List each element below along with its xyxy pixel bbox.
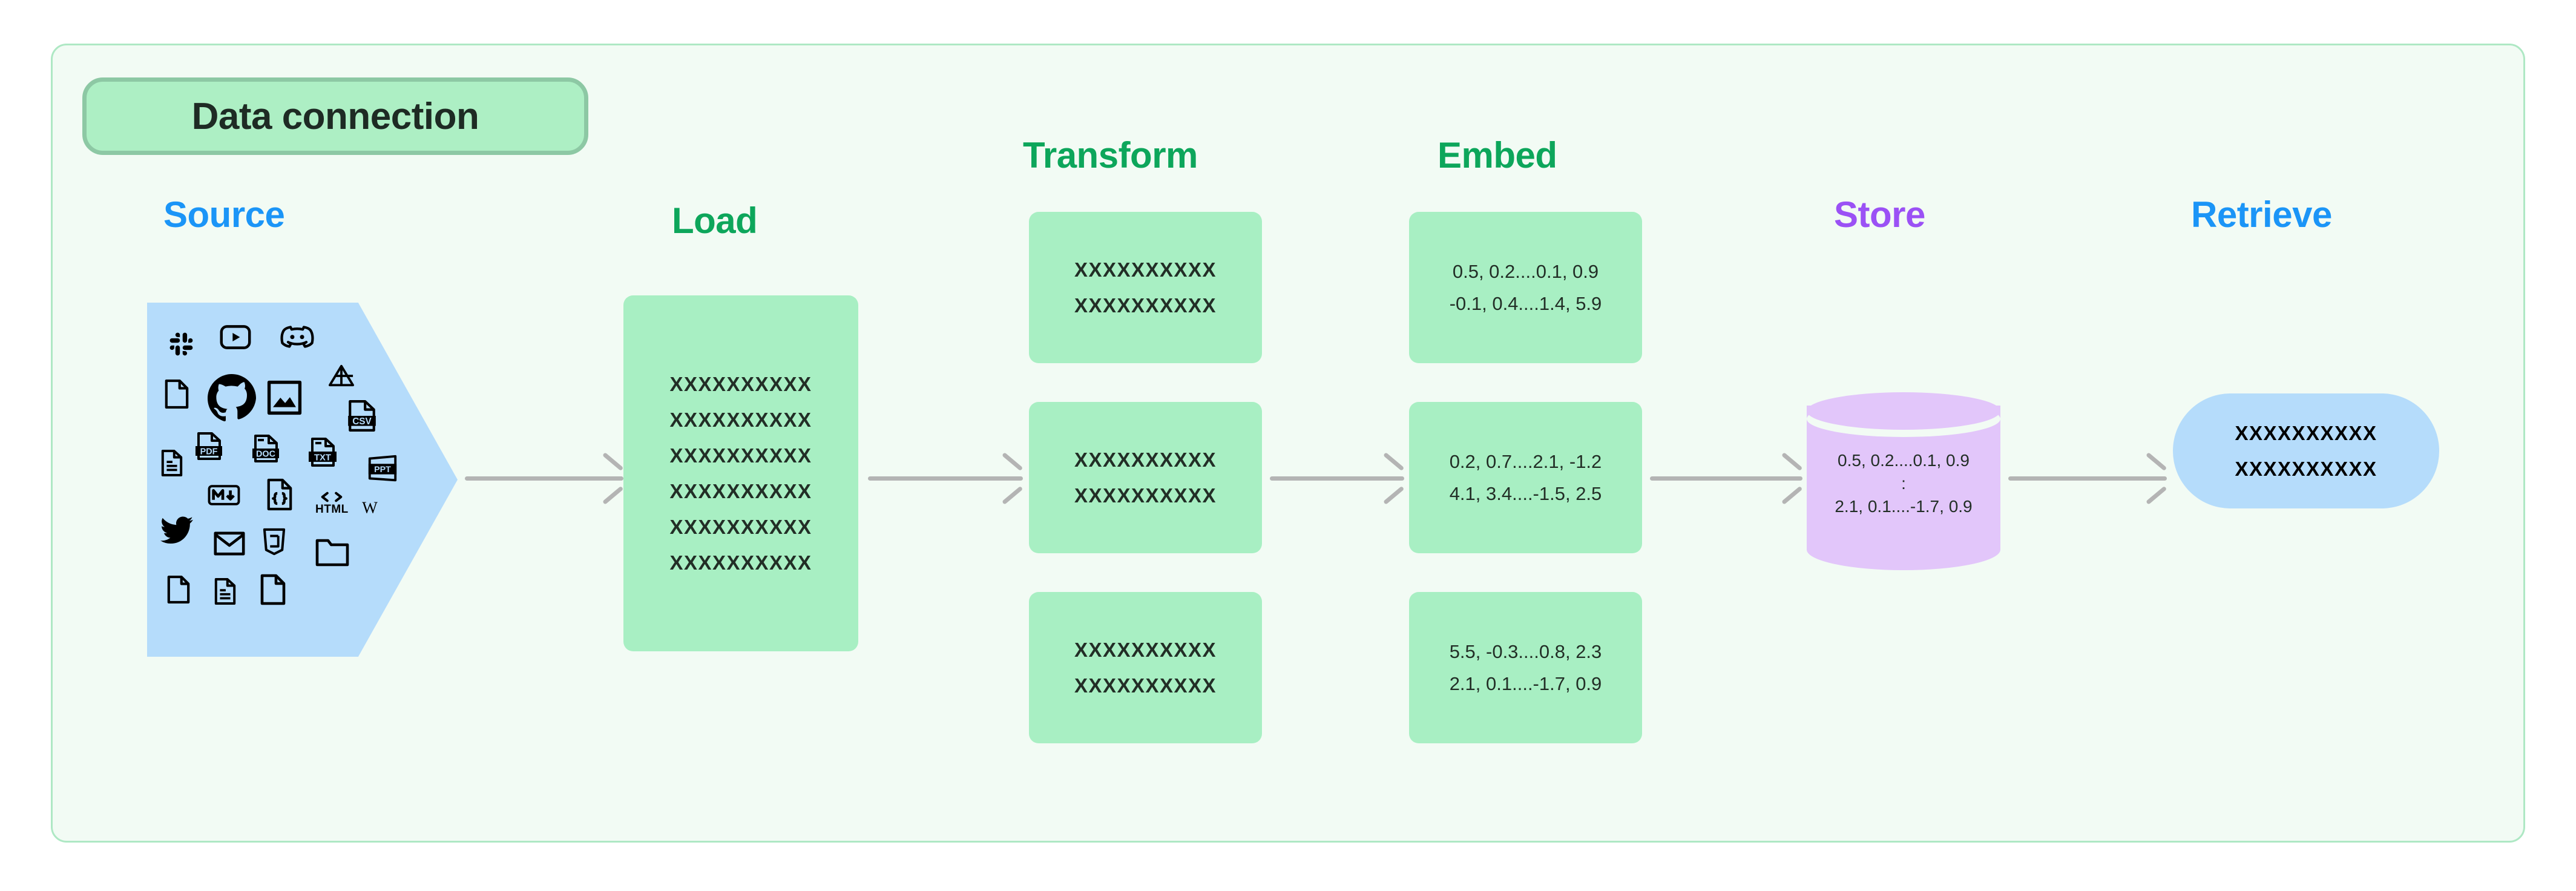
load-line: XXXXXXXXXX [669, 551, 812, 574]
load-line: XXXXXXXXXX [669, 516, 812, 538]
cylinder-top-ellipse [1807, 392, 2000, 430]
arrow-load-to-transform [868, 452, 1024, 505]
load-line: XXXXXXXXXX [669, 373, 812, 395]
pdf-file-icon: PDF [193, 431, 225, 461]
transform-line: XXXXXXXXXX [1074, 449, 1217, 471]
diagram-canvas [51, 44, 2525, 843]
store-line: 2.1, 0.1....-1.7, 0.9 [1835, 496, 1973, 516]
csv-file-icon: CSV [347, 399, 377, 432]
embed-box-3: 5.5, -0.3....0.8, 2.3 2.1, 0.1....-1.7, … [1409, 592, 1642, 743]
embed-line: 5.5, -0.3....0.8, 2.3 [1449, 641, 1602, 662]
store-cylinder: 0.5, 0.2....0.1, 0.9 : 2.1, 0.1....-1.7,… [1807, 376, 2000, 570]
svg-text:W: W [362, 498, 378, 516]
arrow-store-to-retrieve [2008, 452, 2167, 505]
file-blank-2-icon [166, 575, 191, 604]
html-icon-label: HTML [315, 503, 349, 516]
file-blank-icon [164, 379, 189, 409]
file-lines-icon [160, 449, 183, 477]
ppt-file-icon: PPT [366, 454, 399, 483]
heading-retrieve: Retrieve [2191, 194, 2332, 235]
image-icon [267, 380, 302, 415]
source-icon-grid: CSV PDF DOC [147, 303, 458, 657]
arrow-shaft [1650, 476, 1802, 481]
transform-line: XXXXXXXXXX [1074, 674, 1217, 697]
retrieve-line: XXXXXXXXXX [2235, 422, 2377, 444]
arrow-source-to-load [465, 452, 624, 505]
heading-load: Load [672, 200, 758, 241]
embed-line: 0.5, 0.2....0.1, 0.9 [1452, 261, 1599, 282]
json-code-file-icon [266, 478, 294, 511]
source-shape: CSV PDF DOC [147, 303, 458, 657]
discord-icon [280, 323, 314, 350]
data-connection-badge: Data connection [82, 77, 588, 155]
txt-file-icon: TXT [306, 437, 340, 469]
retrieve-line: XXXXXXXXXX [2235, 458, 2377, 480]
arrow-embed-to-store [1650, 452, 1803, 505]
file-blank-3-icon [260, 574, 286, 605]
store-line: 0.5, 0.2....0.1, 0.9 [1838, 451, 1970, 470]
youtube-icon [220, 324, 251, 350]
load-box: XXXXXXXXXX XXXXXXXXXX XXXXXXXXXX XXXXXXX… [623, 295, 858, 651]
folder-icon [315, 538, 349, 567]
embed-line: -0.1, 0.4....1.4, 5.9 [1449, 293, 1602, 314]
arrow-shaft [1270, 476, 1404, 481]
doc-file-icon: DOC [250, 433, 281, 464]
transform-box-3: XXXXXXXXXX XXXXXXXXXX [1029, 592, 1262, 743]
arrow-shaft [868, 476, 1023, 481]
slack-icon [169, 332, 194, 357]
arrow-shaft [465, 476, 623, 481]
embed-box-1: 0.5, 0.2....0.1, 0.9 -0.1, 0.4....1.4, 5… [1409, 212, 1642, 363]
svg-text:TXT: TXT [314, 453, 331, 462]
heading-embed: Embed [1438, 135, 1557, 176]
transform-box-1: XXXXXXXXXX XXXXXXXXXX [1029, 212, 1262, 363]
heading-source: Source [163, 194, 285, 235]
google-drive-icon [327, 363, 355, 389]
data-connection-label: Data connection [191, 95, 479, 137]
heading-transform: Transform [1023, 135, 1198, 176]
load-line: XXXXXXXXXX [669, 444, 812, 467]
email-icon [214, 531, 245, 556]
file-lines-2-icon [214, 577, 237, 605]
html-icon: HTML [315, 492, 349, 516]
heading-store: Store [1834, 194, 1925, 235]
arrow-shaft [2008, 476, 2167, 481]
store-line: : [1901, 473, 1906, 493]
transform-line: XXXXXXXXXX [1074, 639, 1217, 661]
transform-line: XXXXXXXXXX [1074, 258, 1217, 281]
embed-box-2: 0.2, 0.7....2.1, -1.2 4.1, 3.4....-1.5, … [1409, 402, 1642, 553]
retrieve-box: XXXXXXXXXX XXXXXXXXXX [2173, 393, 2439, 508]
arrow-transform-to-embed [1270, 452, 1405, 505]
wikipedia-icon: W [358, 498, 382, 517]
svg-text:CSV: CSV [352, 416, 372, 427]
transform-box-2: XXXXXXXXXX XXXXXXXXXX [1029, 402, 1262, 553]
github-icon [208, 373, 256, 421]
load-line: XXXXXXXXXX [669, 480, 812, 502]
css3-icon [262, 528, 286, 556]
embed-line: 4.1, 3.4....-1.5, 2.5 [1449, 483, 1602, 504]
twitter-icon [160, 516, 194, 545]
embed-line: 0.2, 0.7....2.1, -1.2 [1449, 451, 1602, 472]
load-line: XXXXXXXXXX [669, 409, 812, 431]
transform-line: XXXXXXXXXX [1074, 484, 1217, 507]
embed-line: 2.1, 0.1....-1.7, 0.9 [1449, 673, 1602, 694]
svg-text:PPT: PPT [374, 465, 391, 475]
svg-text:DOC: DOC [256, 450, 275, 459]
cylinder-text: 0.5, 0.2....0.1, 0.9 : 2.1, 0.1....-1.7,… [1807, 449, 2000, 518]
svg-text:PDF: PDF [200, 447, 218, 457]
markdown-icon [208, 484, 240, 506]
transform-line: XXXXXXXXXX [1074, 294, 1217, 317]
